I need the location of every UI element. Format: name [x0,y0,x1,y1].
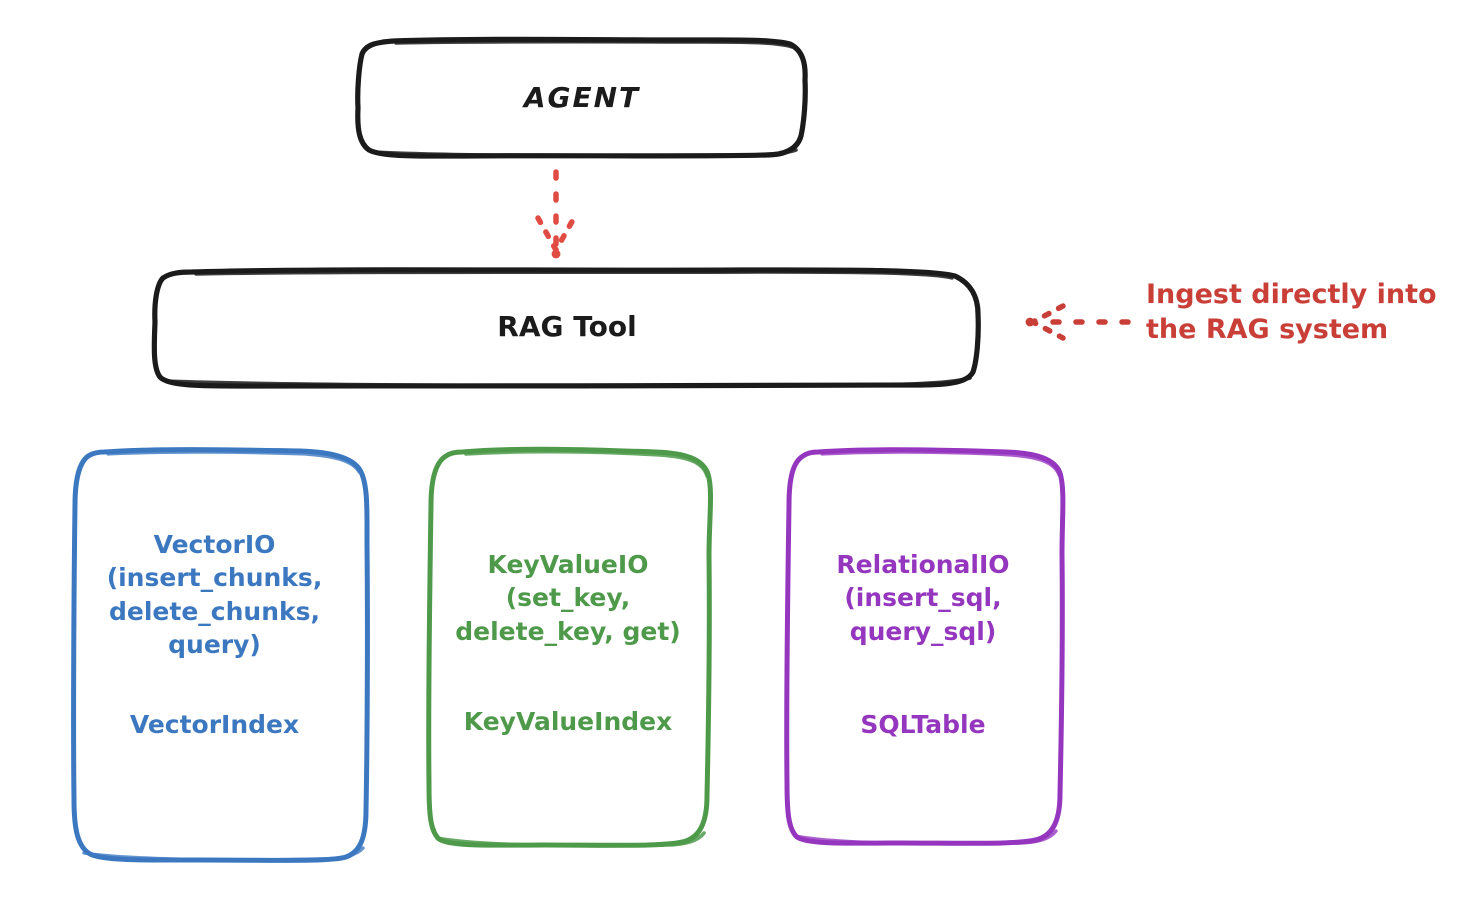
relational-io-api-label: RelationalIO (insert_sql, query_sql) [836,550,1010,646]
relational-io-box-top-overstroke [820,450,1061,477]
agent-to-rag-connector [535,169,577,259]
key-value-io-api-label: KeyValueIO (set_key, delete_key, get) [455,550,681,646]
sql-table-label: SQLTable [860,710,986,739]
annotation-to-rag-connector [1025,303,1131,341]
vector-io-box-bottom-overstroke [82,846,365,862]
agent-box-outline-overstroke [394,40,794,49]
rag-tool-box-bottom-overstroke [164,376,972,388]
rag-tool-box-outline[interactable] [151,267,981,389]
vector-io-box-top-overstroke [106,450,361,474]
key-value-index-label: KeyValueIndex [463,707,673,736]
vector-io-api-label: VectorIO (insert_chunks, delete_chunks, … [106,530,323,659]
vector-index-label: VectorIndex [129,710,300,739]
agent-box-outline[interactable] [355,36,808,159]
ingest-annotation-label: Ingest directly into the RAG system [1146,279,1437,345]
rag-tool-box-top-overstroke [194,270,954,280]
relational-io-box-bottom-overstroke [793,829,1058,846]
key-value-io-box-top-overstroke [464,449,709,478]
key-value-io-box-bottom-overstroke [435,831,706,848]
agent-box-bottom-overstroke [370,148,798,158]
